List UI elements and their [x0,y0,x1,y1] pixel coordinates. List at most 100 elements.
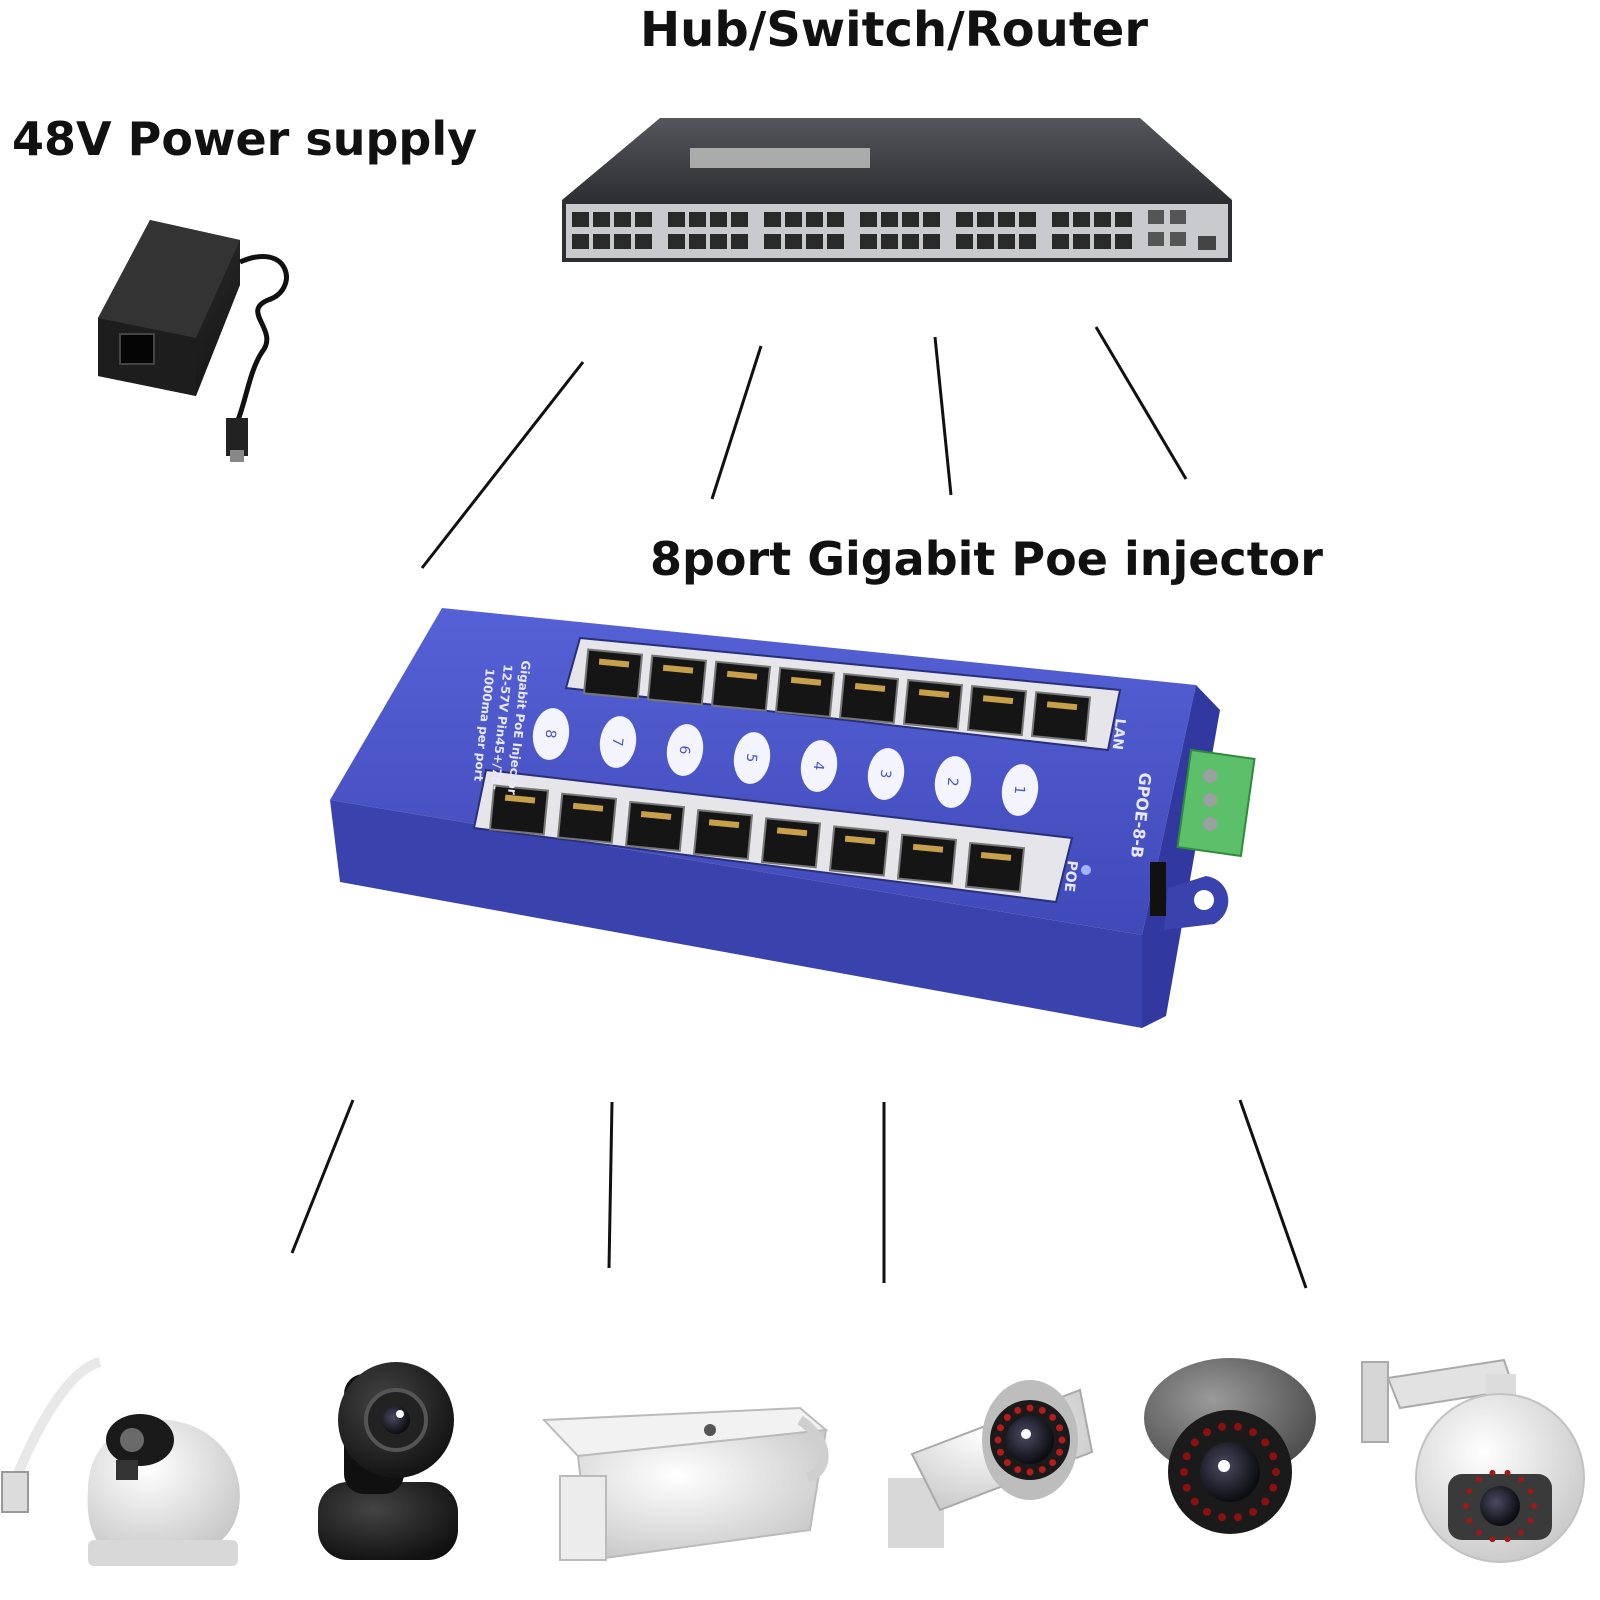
bullet-camera [541,1406,829,1562]
rj45-pins [504,794,536,804]
rj45-port [838,672,900,724]
switch-port [572,212,589,227]
ir-led [1269,1452,1278,1461]
port-number-oval [1001,764,1039,816]
rj45-port [692,809,754,861]
injector-label: 8port Gigabit Poe injector [650,532,1323,586]
ir-led [1233,1422,1242,1431]
network-switch [562,118,1232,262]
rj45-pins [640,811,672,820]
ir-led [1026,1468,1034,1476]
switch-port [902,234,919,249]
switch-to-injector-lines [420,326,1188,569]
ir-led [1475,1529,1482,1536]
poe-status-led [1081,865,1091,875]
switch-port [572,234,589,249]
rj45-port [774,666,836,718]
ir-led [1218,1422,1227,1431]
ir-led [1049,1459,1057,1467]
rj45-pins [708,819,740,829]
switch-port [1094,234,1111,249]
switch-port [1115,234,1132,249]
switch-port [998,234,1015,249]
rj45-pins [980,852,1012,861]
switch-port [1115,212,1132,227]
ir-led [1180,1468,1188,1476]
rj45-pins [982,695,1014,705]
ir-led [994,1436,1002,1444]
ir-led [1014,1466,1022,1474]
ir-led [1003,1413,1011,1421]
ir-led [1233,1513,1242,1522]
ir-led [1249,1507,1257,1516]
rj45-pins [844,835,876,845]
port-number: 3 [877,769,894,780]
switch-port [764,234,781,249]
rj45-port [624,800,686,852]
switch-port [785,212,802,227]
switch-ports [572,212,1132,249]
rj45-port [896,833,958,885]
port-number-oval [532,708,570,760]
switch-port [593,234,610,249]
rj45-pins [1046,701,1078,711]
switch-port [614,234,631,249]
rj45-pins [572,802,604,812]
ir-led [1531,1503,1537,1509]
rj45-pins [790,676,822,686]
ir-led [1203,1507,1211,1516]
switch-port [860,234,877,249]
rj45-port [760,817,822,869]
switch-port [956,234,973,249]
switch-port [1052,212,1069,227]
switch-port [668,234,685,249]
switch-port [785,234,802,249]
rj45-port [582,648,644,700]
rj45-port [902,678,964,731]
ir-led [1049,1413,1057,1421]
ir-led [1056,1424,1064,1432]
rj45-pins [854,683,886,692]
switch-port [806,212,823,227]
rj45-port [710,660,772,712]
ir-led [1504,1536,1511,1543]
ir-led [1272,1468,1280,1476]
switch-port [827,212,844,227]
switch-port [923,212,940,227]
dome-camera [1,1357,240,1566]
rj45-port [646,654,708,706]
rj45-pins [598,658,630,668]
port-number: 8 [542,729,559,740]
ir-bullet-camera [888,1380,1094,1548]
ir-led [1182,1452,1191,1461]
ir-led [1475,1476,1482,1483]
lan-label: LAN [1109,718,1128,751]
injector-to-camera-lines [290,1099,1308,1289]
port-number-oval [666,724,704,776]
pan-tilt-camera [318,1362,458,1560]
switch-port [668,212,685,227]
terminal-block [1176,748,1256,858]
switch-port [1073,212,1090,227]
ir-led [996,1448,1004,1456]
switch-port [806,234,823,249]
rj45-pins [776,827,808,837]
rj45-port [1030,691,1092,743]
rj45-pins [912,843,944,853]
ir-led [1026,1404,1034,1412]
rj45-pins [918,689,950,698]
port-number: 7 [609,737,626,748]
ir-led [1056,1448,1064,1456]
switch-port [614,212,631,227]
ir-led [1014,1406,1022,1414]
switch-port [998,212,1015,227]
switch-port [593,212,610,227]
ir-led [1504,1469,1511,1476]
switch-port [881,234,898,249]
port-number-oval [599,716,637,768]
switch-port [1019,234,1036,249]
switch-label: Hub/Switch/Router [640,2,1148,58]
port-number: 4 [810,761,827,772]
ptz-speed-dome-camera [1361,1358,1585,1563]
